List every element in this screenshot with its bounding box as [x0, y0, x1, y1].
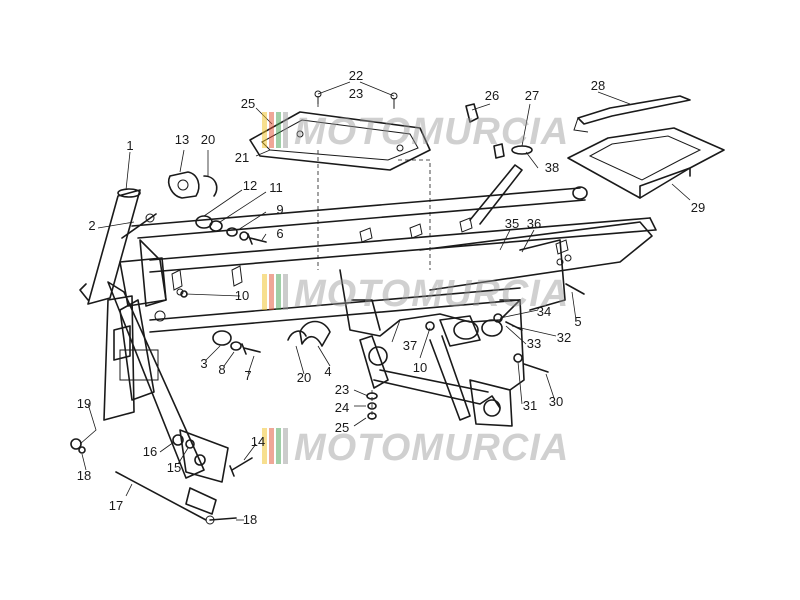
callout-12: 12 — [243, 178, 257, 193]
watermark-text: MOTOMURCIA — [294, 427, 569, 469]
watermark-stripe — [262, 428, 267, 464]
callout-18: 18 — [77, 468, 91, 483]
callout-15: 15 — [167, 460, 181, 475]
watermark-stripe — [283, 112, 288, 148]
callout-2: 2 — [88, 218, 95, 233]
watermark-logo: MOTOMURCIA — [262, 111, 569, 153]
callout-29: 29 — [691, 200, 705, 215]
callout-8: 8 — [218, 362, 225, 377]
callout-16: 16 — [143, 444, 157, 459]
callout-38: 38 — [545, 160, 559, 175]
callout-10: 10 — [235, 288, 249, 303]
callout-25: 25 — [335, 420, 349, 435]
watermark-stripe — [276, 428, 281, 464]
callout-21: 21 — [235, 150, 249, 165]
callout-36: 36 — [527, 216, 541, 231]
callout-3: 3 — [200, 356, 207, 371]
watermark-stripe — [269, 428, 274, 464]
watermark-stripe — [276, 112, 281, 148]
callout-24: 24 — [335, 400, 349, 415]
callout-31: 31 — [523, 398, 537, 413]
watermark-stripe — [269, 274, 274, 310]
callout-20: 20 — [201, 132, 215, 147]
watermark-stripe — [262, 274, 267, 310]
callout-32: 32 — [557, 330, 571, 345]
tool-strap — [573, 95, 691, 133]
callout-23: 23 — [335, 382, 349, 397]
leader-lines — [79, 81, 691, 521]
watermark-logo: MOTOMURCIA — [262, 427, 569, 469]
callout-22: 22 — [349, 68, 363, 83]
watermark-stripe — [283, 274, 288, 310]
rear-tray — [567, 127, 725, 199]
callout-11: 11 — [269, 180, 283, 195]
callout-6: 6 — [276, 226, 283, 241]
callout-28: 28 — [591, 78, 605, 93]
watermark-stripe — [269, 112, 274, 148]
callout-30: 30 — [549, 394, 563, 409]
callout-19: 19 — [77, 396, 91, 411]
watermark-text: MOTOMURCIA — [294, 273, 569, 315]
callout-37: 37 — [403, 338, 417, 353]
callout-1: 1 — [126, 138, 133, 153]
callout-26: 26 — [485, 88, 499, 103]
callout-17: 17 — [109, 498, 123, 513]
callout-10: 10 — [413, 360, 427, 375]
assembly-guides — [317, 96, 431, 420]
watermark-logo: MOTOMURCIA — [262, 273, 569, 315]
callout-18: 18 — [243, 512, 257, 527]
callout-35: 35 — [505, 216, 519, 231]
watermark-text: MOTOMURCIA — [294, 111, 569, 153]
callout-7: 7 — [244, 368, 251, 383]
main-frame — [79, 164, 657, 515]
callout-33: 33 — [527, 336, 541, 351]
callout-34: 34 — [537, 304, 551, 319]
callout-23: 23 — [349, 86, 363, 101]
callout-27: 27 — [525, 88, 539, 103]
callout-5: 5 — [574, 314, 581, 329]
callout-13: 13 — [175, 132, 189, 147]
callout-20: 20 — [297, 370, 311, 385]
small-parts — [70, 103, 585, 525]
callout-14: 14 — [251, 434, 265, 449]
callout-25: 25 — [241, 96, 255, 111]
watermark-stripe — [262, 112, 267, 148]
callout-labels: 1234567891010111213141516171818192020212… — [77, 68, 705, 527]
watermark-stripe — [283, 428, 288, 464]
watermark-stripe — [276, 274, 281, 310]
callout-4: 4 — [324, 364, 331, 379]
watermark-group: MOTOMURCIA MOTOMURCIA MOTOMURCIA — [262, 111, 569, 469]
callout-9: 9 — [276, 202, 283, 217]
